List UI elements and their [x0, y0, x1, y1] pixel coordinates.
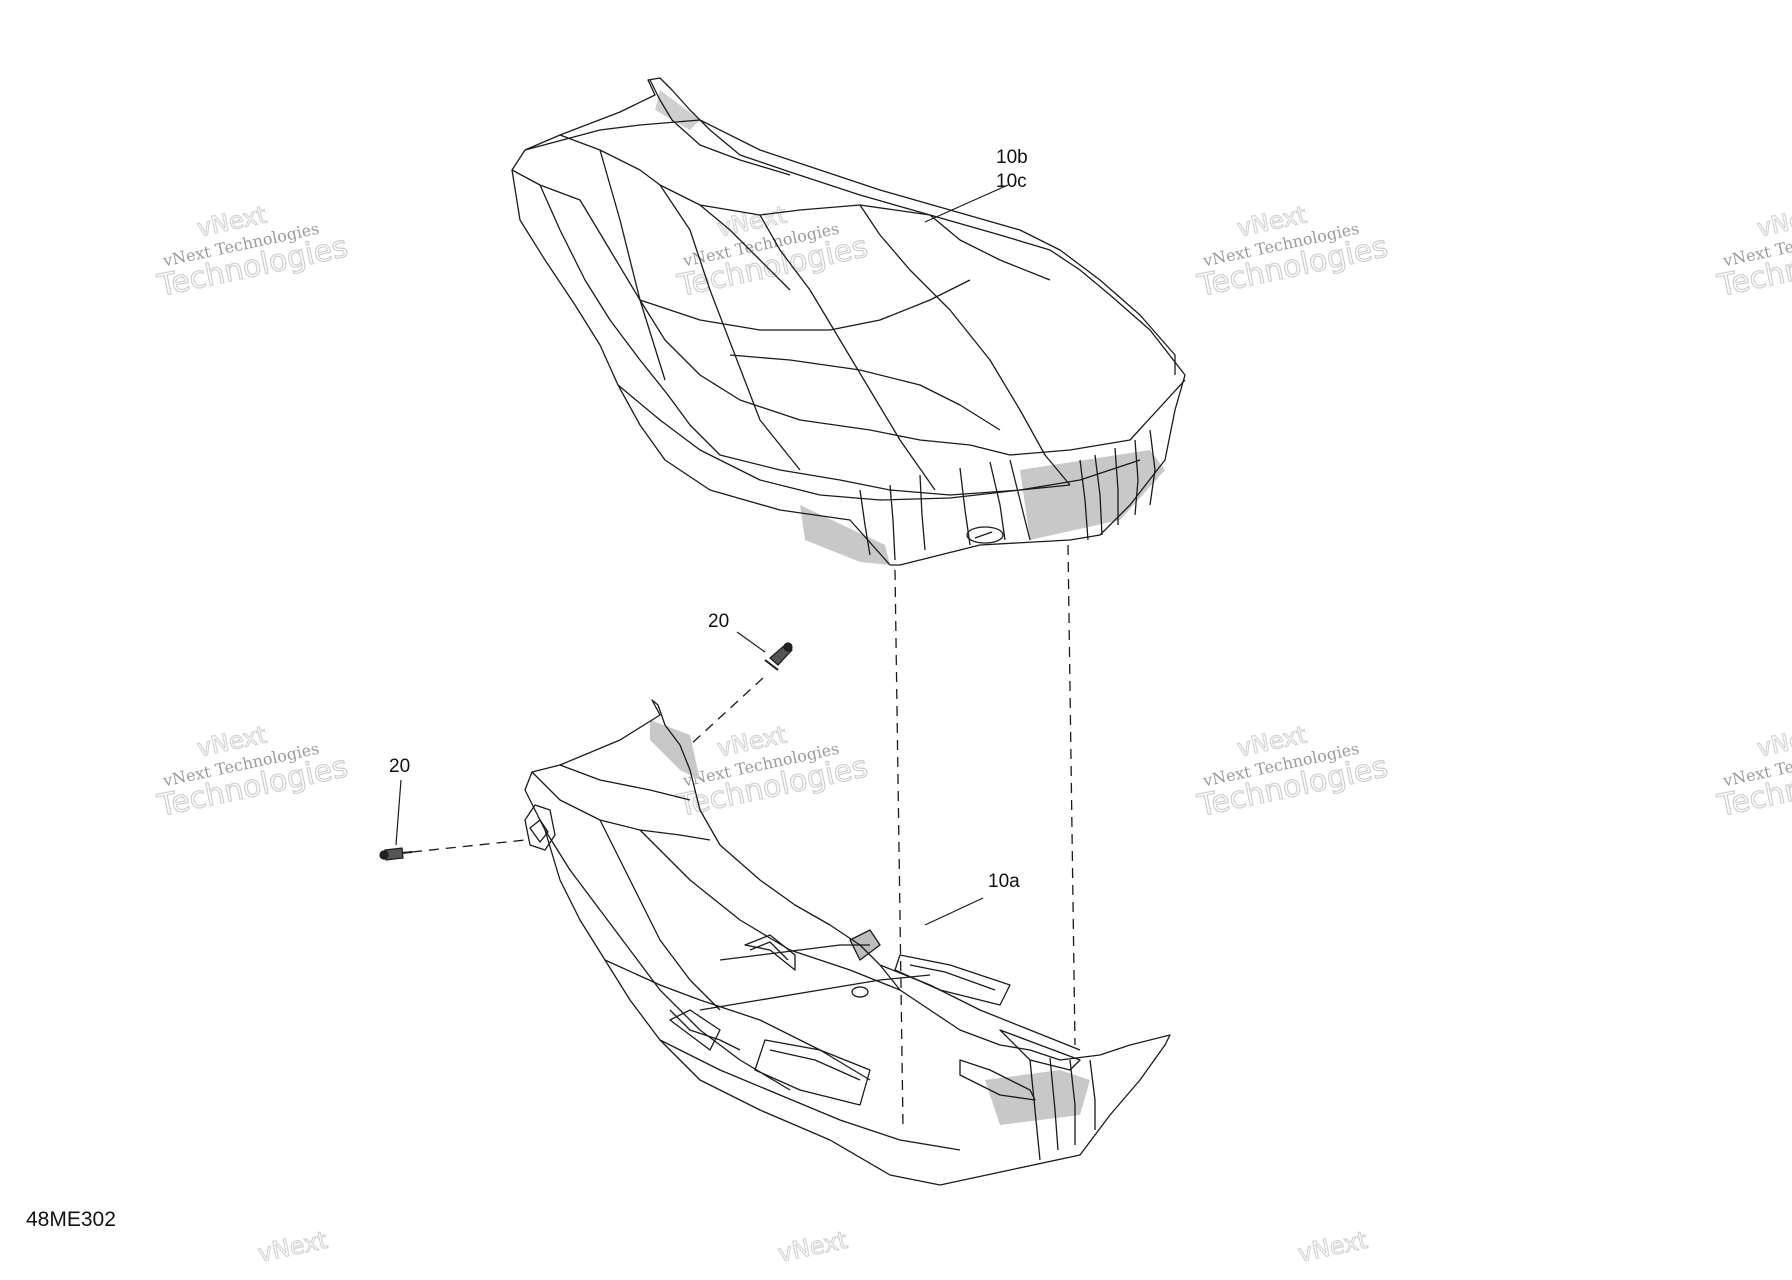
assembly-line: [1067, 544, 1076, 1046]
callout-20-top: 20: [708, 611, 729, 632]
svg-text:vNext: vNext: [255, 1226, 329, 1268]
watermark-layer: vNext vNext Technologies Technologies vN…: [153, 200, 1792, 1268]
watermark: vNext vNext Technologies Technologies: [153, 720, 351, 825]
fastener-top: [764, 642, 793, 671]
leader-line-20-top: [736, 631, 766, 653]
svg-text:vNext: vNext: [1295, 1226, 1369, 1268]
watermark: vNext vNext Technologies Technologies: [1193, 720, 1391, 825]
figure-id: 48ME302: [26, 1208, 116, 1231]
watermark: vNext vNext Technologies Technologies: [1193, 200, 1391, 305]
svg-text:vNext: vNext: [775, 1226, 849, 1268]
leader-line-10b-10c: [924, 184, 1009, 223]
leader-line-10a: [924, 897, 984, 926]
svg-text:vNext: vNext: [1755, 721, 1792, 763]
fastener-left: [379, 847, 413, 861]
watermark: vNext: [1295, 1225, 1371, 1268]
svg-text:vNext: vNext: [1755, 201, 1792, 243]
watermark: vNext: [255, 1225, 331, 1268]
seat-base-lower: [524, 699, 1171, 1186]
leader-lines: [395, 184, 1009, 926]
assembly-line: [411, 839, 526, 853]
watermark: vNext vNext Technologies Technologies: [153, 200, 351, 305]
assembly-lines: [411, 544, 1076, 1126]
callout-10c: 10c: [996, 171, 1027, 192]
callout-10a: 10a: [988, 871, 1020, 892]
watermark: vNext vNext Technologies Technologies: [1713, 200, 1792, 305]
watermark: vNext: [775, 1225, 851, 1268]
callout-10b: 10b: [996, 147, 1028, 168]
leader-line-20-left: [395, 779, 402, 846]
assembly-line: [894, 569, 904, 1126]
seat-cover-upper: [511, 77, 1186, 566]
watermark: vNext vNext Technologies Technologies: [1713, 720, 1792, 825]
callout-20-left: 20: [389, 756, 410, 777]
